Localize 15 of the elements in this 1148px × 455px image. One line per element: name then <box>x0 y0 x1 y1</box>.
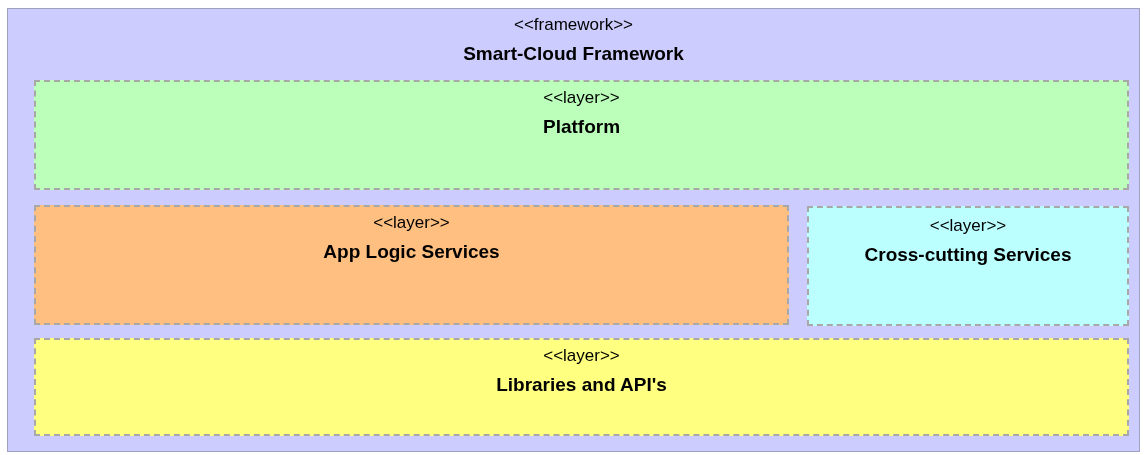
layer-title: Platform <box>542 116 621 138</box>
layer-title: Libraries and API's <box>496 374 667 396</box>
layer-title: Cross-cutting Services <box>864 244 1072 266</box>
layer-title: App Logic Services <box>323 241 500 263</box>
layer-panel <box>34 205 789 325</box>
stereotype-label: <<layer>> <box>543 346 620 366</box>
stereotype-label: <<layer>> <box>543 88 620 108</box>
stereotype-label: <<layer>> <box>373 213 450 233</box>
layer-title: Smart-Cloud Framework <box>463 43 684 65</box>
stereotype-label: <<layer>> <box>929 216 1007 236</box>
layer-panel <box>34 338 1129 436</box>
layer-panel <box>34 80 1129 190</box>
framework-panel <box>7 8 1140 452</box>
stereotype-label: <<framework>> <box>513 15 634 35</box>
layer-panel <box>807 206 1129 326</box>
